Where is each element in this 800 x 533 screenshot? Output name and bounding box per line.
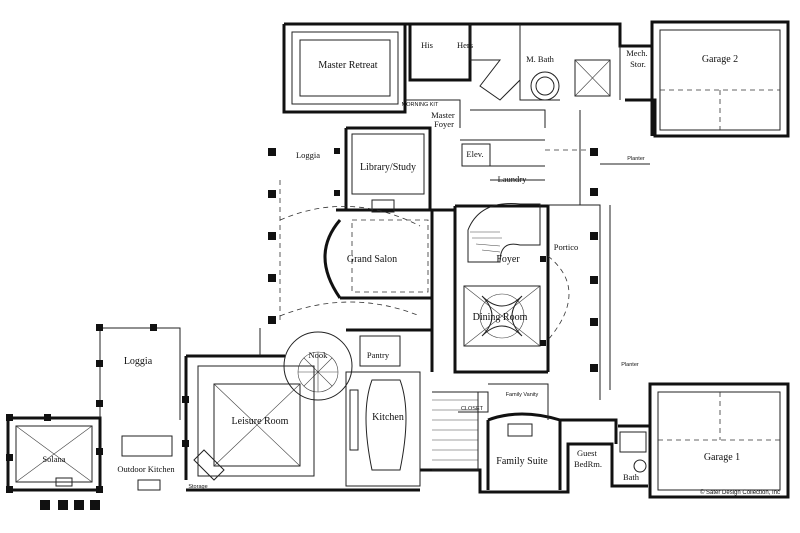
m-bath-label: M. Bath <box>526 54 555 64</box>
morning-kit-label: MORNING KIT <box>402 102 439 108</box>
outdoor-kitchen-label: Outdoor Kitchen <box>117 464 175 474</box>
planter-bottom-label: Planter <box>621 362 639 368</box>
library-study-label: Library/Study <box>360 162 416 173</box>
foyer-line: Foyer <box>434 119 454 129</box>
family-vanity-label: Family Vanity <box>506 392 539 398</box>
bedrm-line: BedRm. <box>574 459 602 469</box>
interior-details <box>15 24 781 491</box>
foyer-label: Foyer <box>496 254 520 265</box>
stor-line: Stor. <box>630 59 646 69</box>
portico-label: Portico <box>554 242 579 252</box>
hers-label: Hers <box>457 40 473 50</box>
family-suite-label: Family Suite <box>496 456 548 467</box>
planter-top-label: Planter <box>627 156 645 162</box>
nook-label: Nook <box>309 350 329 360</box>
pantry-label: Pantry <box>367 350 390 360</box>
leisure-room-label: Leisure Room <box>232 416 289 427</box>
storage-label: Storage <box>188 484 207 490</box>
solana-label: Solana <box>42 454 65 464</box>
bath-label: Bath <box>623 472 640 482</box>
mech-stor-label: Mech. Stor. <box>626 48 650 69</box>
kitchen-label: Kitchen <box>372 412 404 423</box>
guest-bedrm-label: Guest BedRm. <box>574 448 602 469</box>
master-foyer-label: Master Foyer <box>431 110 457 129</box>
laundry-label: Laundry <box>498 174 528 184</box>
loggia-left-label: Loggia <box>124 356 153 367</box>
columns <box>6 148 598 510</box>
his-label: His <box>421 40 433 50</box>
closet-label: CLOSET <box>461 406 484 412</box>
guest-line: Guest <box>577 448 597 458</box>
master-line: Master <box>431 110 455 120</box>
room-labels: Master Retreat His Hers M. Bath Mech. St… <box>42 40 740 490</box>
garage-2-label: Garage 2 <box>702 54 738 65</box>
exterior-walls <box>6 20 790 499</box>
dining-room-label: Dining Room <box>473 312 528 323</box>
copyright-credit: © Sater Design Collection, Inc <box>700 489 780 496</box>
elev-label: Elev. <box>466 149 483 159</box>
grand-salon-label: Grand Salon <box>347 254 397 265</box>
garage-1-label: Garage 1 <box>704 452 740 463</box>
mech-line: Mech. <box>626 48 647 58</box>
loggia-top-label: Loggia <box>296 150 320 160</box>
master-retreat-label: Master Retreat <box>318 60 377 71</box>
